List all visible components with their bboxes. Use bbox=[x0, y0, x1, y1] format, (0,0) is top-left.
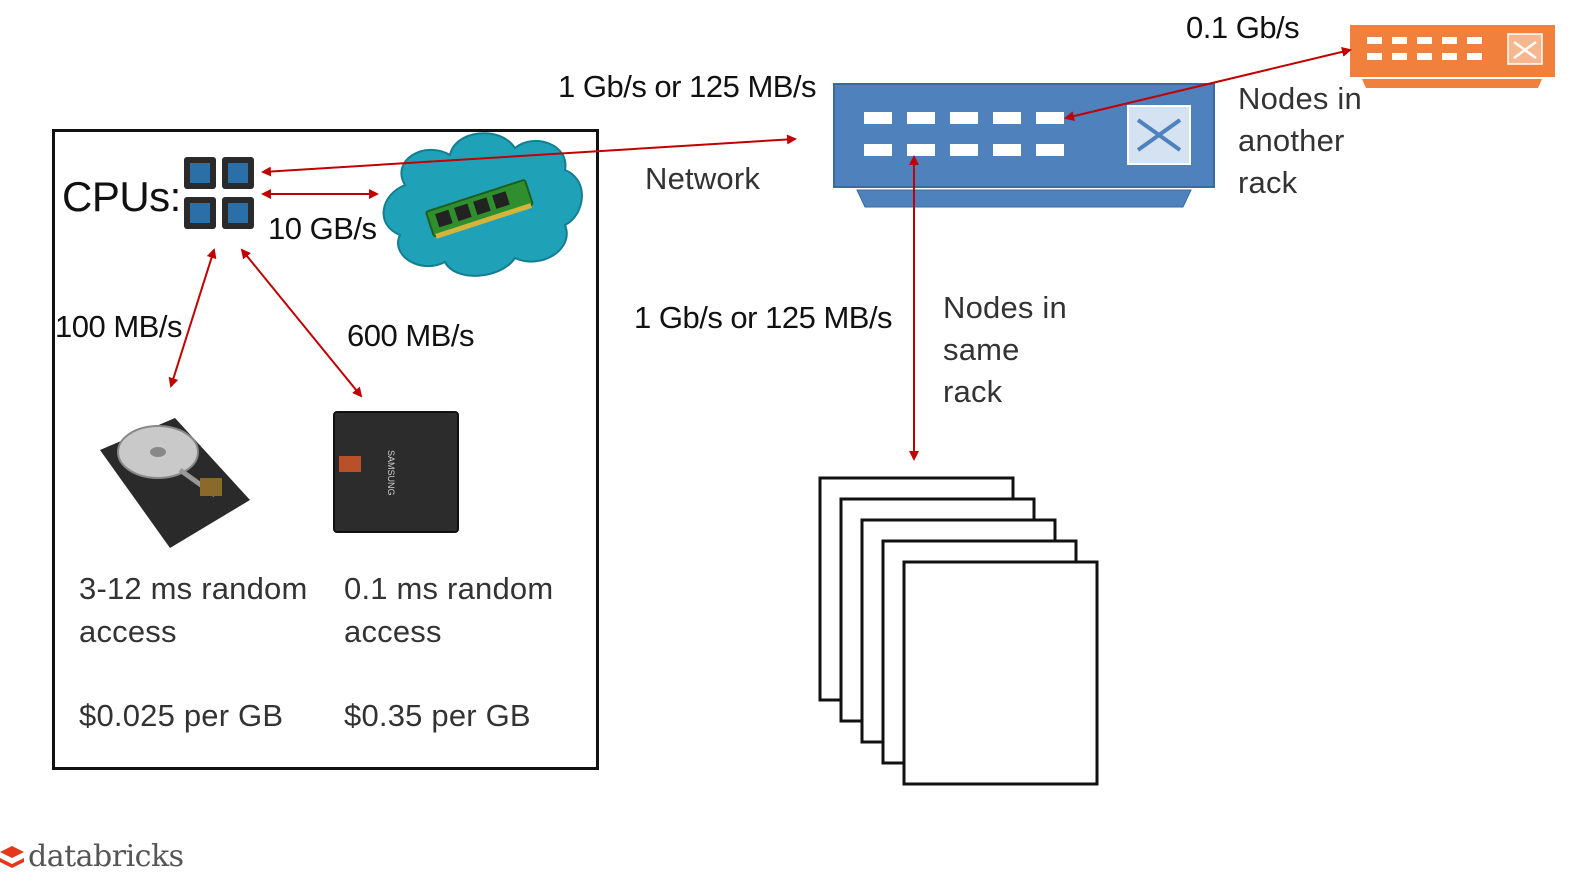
cpus-label: CPUs: bbox=[62, 173, 181, 220]
databricks-logo-icon bbox=[0, 846, 24, 868]
network-speed-label: 1 Gb/s or 125 MB/s bbox=[558, 69, 817, 104]
cpu-ssd-arrow bbox=[240, 248, 363, 398]
ssd-price-label: $0.35 per GB bbox=[344, 698, 531, 733]
ssd-speed-label: 600 MB/s bbox=[347, 318, 474, 353]
another-rack-label-2: another bbox=[1238, 123, 1345, 158]
hdd-price-label: $0.025 per GB bbox=[79, 698, 284, 733]
same-rack-label-1: Nodes in bbox=[943, 290, 1067, 325]
switch-rack-arrow bbox=[1064, 47, 1352, 121]
same-rack-label-2: same bbox=[943, 332, 1020, 367]
ssd-brand-text: SAMSUNG bbox=[386, 450, 396, 496]
hdd-speed-label: 100 MB/s bbox=[55, 309, 182, 344]
cpu-network-arrow bbox=[261, 134, 797, 177]
hdd-access-label-2: access bbox=[79, 614, 177, 649]
network-switch-icon bbox=[1350, 25, 1555, 88]
rack-speed-label: 0.1 Gb/s bbox=[1186, 10, 1300, 45]
hard-drive-icon bbox=[100, 418, 250, 548]
another-rack-label-1: Nodes in bbox=[1238, 81, 1362, 116]
cpu-chip-icon bbox=[184, 157, 254, 229]
ssd-icon: SAMSUNG bbox=[333, 411, 459, 533]
hdd-access-label-1: 3-12 ms random bbox=[79, 571, 308, 606]
same-rack-label-3: rack bbox=[943, 374, 1003, 409]
cpu-hdd-arrow bbox=[168, 248, 217, 388]
memory-speed-label: 10 GB/s bbox=[268, 211, 377, 246]
network-label: Network bbox=[645, 161, 761, 196]
node-stack-icon bbox=[818, 476, 1099, 786]
ram-module-icon bbox=[425, 179, 534, 239]
same-rack-speed-label: 1 Gb/s or 125 MB/s bbox=[634, 300, 893, 335]
brand-wordmark: databricks bbox=[28, 839, 184, 874]
another-rack-label-3: rack bbox=[1238, 165, 1298, 200]
ssd-access-label-2: access bbox=[344, 614, 442, 649]
network-switch-icon bbox=[833, 83, 1215, 208]
ssd-access-label-1: 0.1 ms random bbox=[344, 571, 554, 606]
